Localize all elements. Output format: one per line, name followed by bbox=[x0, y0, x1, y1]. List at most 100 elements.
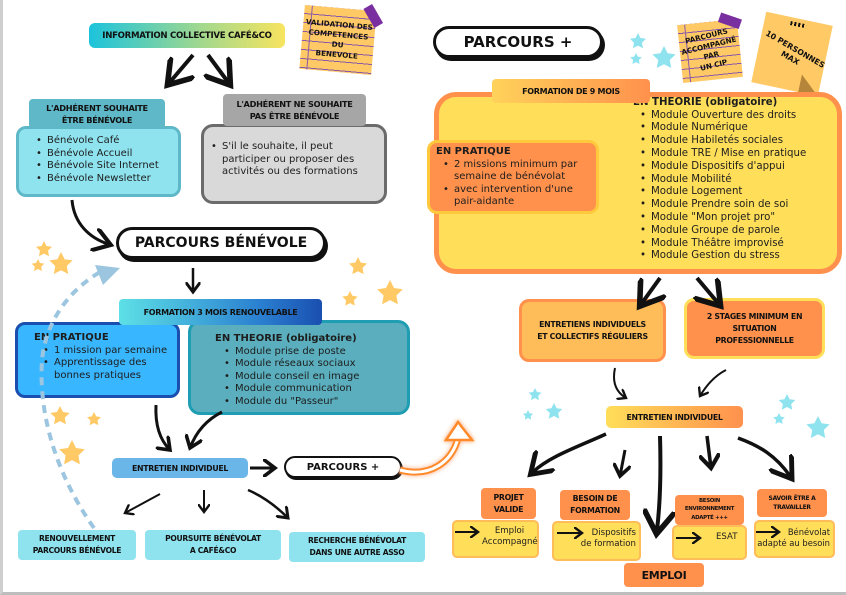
note-cip-text: PARCOURS ACCOMPAGNÉ PAR UN CIP bbox=[678, 25, 742, 77]
header-line: ENVIRONNEMENT bbox=[684, 506, 735, 513]
list-item: Apprentissage des bonnes pratiques bbox=[42, 357, 177, 382]
parcours-plus-link-pill[interactable]: PARCOURS + bbox=[284, 456, 402, 478]
list-item: avec intervention d'une pair-aidante bbox=[442, 184, 592, 209]
theorie-list: Module Ouverture des droits Module Numér… bbox=[633, 110, 838, 264]
outcome-environnement-adapte-result: ESAT bbox=[672, 525, 747, 560]
outcome-projet-valide-result: Emploi Accompagné bbox=[452, 520, 539, 558]
entretien-label: ENTRETIEN INDIVIDUEL bbox=[626, 412, 723, 422]
outcome-line: DANS UNE AUTRE ASSO bbox=[309, 547, 405, 557]
list-item: Module conseil en image bbox=[223, 371, 407, 384]
header-line: L'ADHÉRENT SOUHAITE bbox=[46, 103, 148, 113]
note-max-text: 10 PERSONNES MAX bbox=[758, 29, 826, 80]
parcours-plus-pill: PARCOURS + bbox=[433, 26, 603, 58]
formation-3-mois-banner: FORMATION 3 MOIS RENOUVELABLE bbox=[119, 299, 322, 325]
box-line: SITUATION bbox=[732, 323, 777, 333]
box-line: ENTRETIENS INDIVIDUELS bbox=[539, 319, 646, 329]
box-line: ET COLLECTIFS RÉGULIERS bbox=[537, 331, 648, 341]
header-line: PAS ÊTRE BÉNÉVOLE bbox=[249, 111, 340, 121]
header-line: FORMATION bbox=[570, 505, 620, 515]
header-line: TRAVAILLER bbox=[773, 504, 811, 511]
info-collective-banner: INFORMATION COLLECTIVE CAFÉ&CO bbox=[89, 23, 285, 48]
header-line: VALIDE bbox=[493, 504, 524, 514]
list-item: Bénévole Accueil bbox=[35, 148, 178, 161]
pratique-box-right: EN PRATIQUE 2 missions minimum par semai… bbox=[427, 140, 599, 214]
result-line: adapté au besoin bbox=[757, 538, 830, 548]
header-line: BESOIN DE bbox=[572, 494, 618, 503]
result-line: Dispositifs bbox=[591, 528, 636, 538]
list-item: Module Ouverture des droits bbox=[639, 110, 838, 123]
outcome-renouvellement: RENOUVELLEMENT PARCOURS BÉNÉVOLE bbox=[18, 530, 136, 560]
outcome-recherche: RECHERCHE BÉNÉVOLAT DANS UNE AUTRE ASSO bbox=[289, 532, 425, 562]
list-item: Bénévole Café bbox=[35, 135, 178, 148]
outcome-besoin-formation-header: BESOIN DE FORMATION bbox=[560, 490, 630, 520]
list-item: Module Mobilité bbox=[639, 174, 838, 187]
souhaite-benevole-header: L'ADHÉRENT SOUHAITE ÊTRE BÉNÉVOLE bbox=[29, 99, 165, 129]
pratique-list: 1 mission par semaine Apprentissage des … bbox=[34, 345, 177, 383]
result-line: Bénévolat bbox=[787, 527, 830, 537]
outcome-poursuite: POURSUITE BÉNÉVOLAT A CAFÉ&CO bbox=[145, 530, 281, 560]
pratique-title: EN PRATIQUE bbox=[436, 146, 511, 157]
result-line: ESAT bbox=[716, 532, 738, 542]
ne-souhaite-box: S'il le souhaite, il peut participer ou … bbox=[201, 124, 387, 204]
pratique-title: EN PRATIQUE bbox=[34, 332, 109, 343]
note-validation-text: VALIDATION DES COMPETENCES DU BENEVOLE bbox=[303, 17, 374, 63]
info-collective-label: INFORMATION COLLECTIVE CAFÉ&CO bbox=[102, 30, 272, 41]
theorie-box-left: EN THEORIE (obligatoire) Module prise de… bbox=[188, 320, 410, 415]
entretien-individuel-right: ENTRETIEN INDIVIDUEL bbox=[606, 406, 743, 428]
list-item: Bénévole Site Internet bbox=[35, 160, 178, 173]
header-line: BESOIN bbox=[699, 498, 720, 504]
outcome-line: RECHERCHE BÉNÉVOLAT bbox=[307, 536, 407, 545]
outcome-projet-valide-header: PROJET VALIDE bbox=[481, 488, 536, 519]
souhaite-benevole-list: Bénévole Café Bénévole Accueil Bénévole … bbox=[35, 135, 178, 185]
emploi-label: EMPLOI bbox=[641, 568, 687, 582]
result-line: de formation bbox=[580, 539, 636, 549]
list-item: 1 mission par semaine bbox=[42, 345, 177, 358]
list-item: Module communication bbox=[223, 383, 407, 396]
note-validation-competences: VALIDATION DES COMPETENCES DU BENEVOLE bbox=[299, 3, 384, 76]
entretiens-collectifs-box: ENTRETIENS INDIVIDUELS ET COLLECTIFS RÉG… bbox=[519, 299, 666, 362]
list-item: Module Groupe de parole bbox=[639, 225, 838, 238]
box-line: 2 STAGES MINIMUM EN bbox=[706, 311, 803, 321]
result-line: Accompagné bbox=[482, 537, 538, 547]
stages-box: 2 STAGES MINIMUM EN SITUATION PROFESSION… bbox=[684, 298, 825, 359]
list-item: Module TRE / Mise en pratique bbox=[639, 148, 838, 161]
parcours-benevole-pill: PARCOURS BÉNÉVOLE bbox=[116, 227, 326, 259]
theorie-box-right: EN THEORIE (obligatoire) Module Ouvertur… bbox=[633, 97, 838, 263]
list-item: Module du "Passeur" bbox=[223, 396, 407, 409]
outcome-line: PARCOURS BÉNÉVOLE bbox=[32, 545, 122, 555]
formation-9-mois-label: FORMATION DE 9 MOIS bbox=[522, 86, 620, 96]
list-item: Module Numérique bbox=[639, 122, 838, 135]
list-item: Module "Mon projet pro" bbox=[639, 212, 838, 225]
outcome-environnement-adapte-header: BESOIN ENVIRONNEMENT ADAPTÉ +++ bbox=[675, 495, 744, 525]
ne-souhaite-header: L'ADHÉRENT NE SOUHAITE PAS ÊTRE BÉNÉVOLE bbox=[223, 94, 366, 126]
parcours-plus-label: PARCOURS + bbox=[463, 33, 573, 51]
list-item: Bénévole Newsletter bbox=[35, 173, 178, 186]
list-item: Module réseaux sociaux bbox=[223, 358, 407, 371]
list-item: S'il le souhaite, il peut participer ou … bbox=[210, 141, 378, 179]
outcome-savoir-etre-header: SAVOIR ÊTRE A TRAVAILLER bbox=[757, 489, 827, 517]
result-line: Emploi bbox=[494, 526, 525, 536]
header-line: SAVOIR ÊTRE A bbox=[768, 495, 816, 502]
list-item: Module Prendre soin de soi bbox=[639, 199, 838, 212]
box-line: PROFESSIONNELLE bbox=[715, 335, 794, 345]
list-item: Module prise de poste bbox=[223, 346, 407, 359]
theorie-title: EN THEORIE (obligatoire) bbox=[215, 333, 357, 344]
parcours-plus-link-label: PARCOURS + bbox=[306, 461, 380, 473]
outcome-line: A CAFÉ&CO bbox=[189, 545, 237, 555]
theorie-list: Module prise de poste Module réseaux soc… bbox=[215, 346, 407, 409]
tape-stripes-icon bbox=[789, 21, 807, 29]
list-item: Module Logement bbox=[639, 186, 838, 199]
outcome-line: RENOUVELLEMENT bbox=[38, 534, 116, 543]
list-item: Module Dispositifs d'appui bbox=[639, 161, 838, 174]
list-item: Module Habiletés sociales bbox=[639, 135, 838, 148]
list-item: 2 missions minimum par semaine de bénévo… bbox=[442, 159, 592, 184]
pratique-list: 2 missions minimum par semaine de bénévo… bbox=[436, 159, 592, 209]
theorie-title: EN THEORIE (obligatoire) bbox=[633, 97, 778, 108]
header-line: L'ADHÉRENT NE SOUHAITE bbox=[236, 99, 353, 109]
formation-9-mois-banner: FORMATION DE 9 MOIS bbox=[492, 79, 650, 103]
outcome-savoir-etre-result: Bénévolat adapté au besoin bbox=[754, 520, 835, 558]
entretien-label: ENTRETIEN INDIVIDUEL bbox=[131, 463, 229, 473]
formation-label: FORMATION 3 MOIS RENOUVELABLE bbox=[143, 307, 298, 317]
souhaite-benevole-box: Bénévole Café Bénévole Accueil Bénévole … bbox=[16, 126, 181, 197]
